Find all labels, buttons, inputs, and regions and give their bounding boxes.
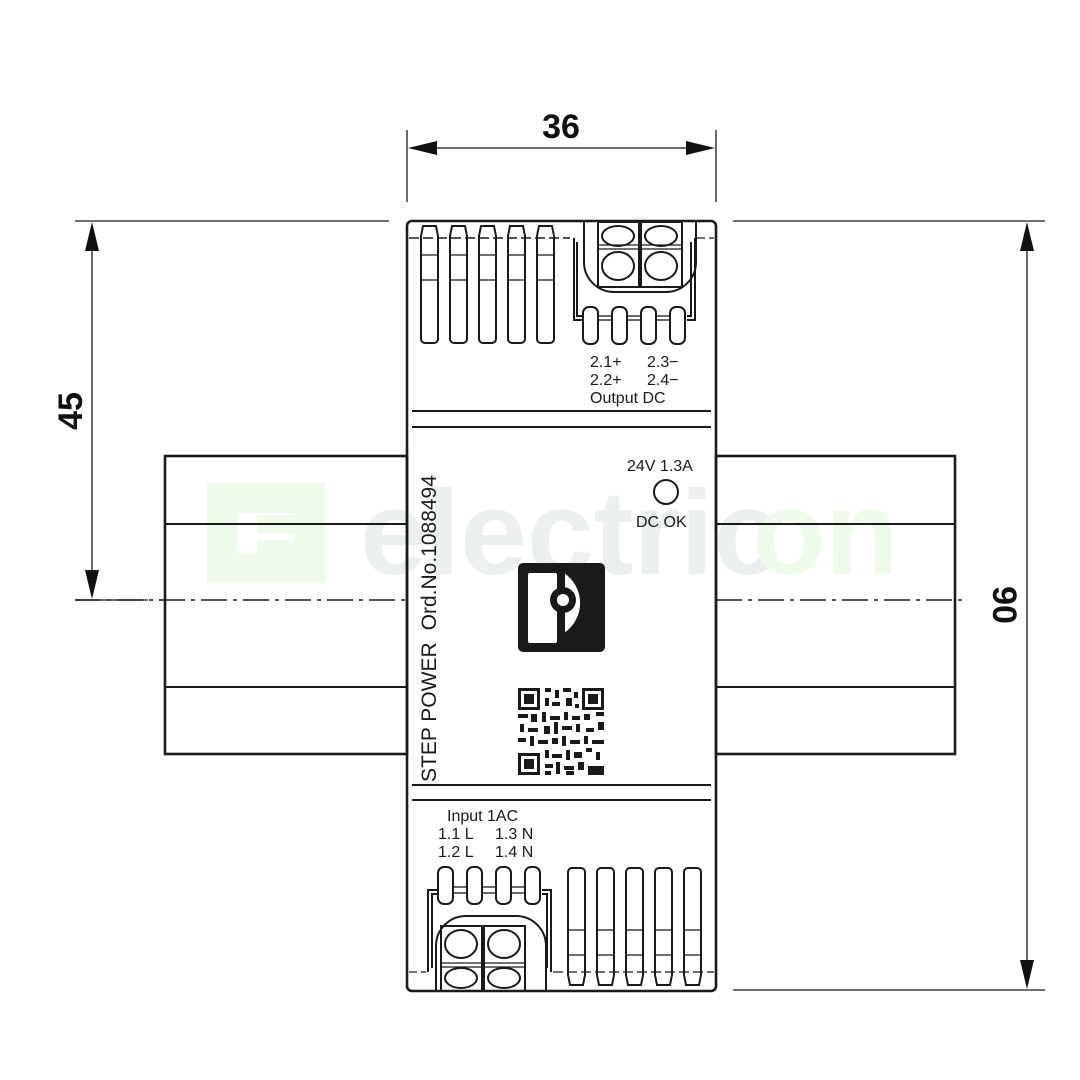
qr-code (518, 688, 604, 775)
release-tab (640, 306, 657, 345)
brand-logo-icon (518, 563, 605, 652)
input-labels: Input 1AC 1.1 L 1.3 N 1.2 L 1.4 N (438, 808, 533, 861)
arrow-up-icon (85, 222, 99, 251)
terminal-label-1-2: 1.2 L (438, 844, 474, 861)
terminal-label-2-1: 2.1+ (590, 354, 622, 371)
screw-icon (444, 929, 478, 959)
bottom-vents (553, 867, 714, 986)
screw-icon (601, 225, 635, 247)
input-screw-cell (440, 925, 483, 992)
vent-slot (478, 225, 497, 344)
vent-slot (567, 867, 586, 986)
dimension-90-value: 90 (985, 586, 1023, 624)
vent-slot (536, 225, 555, 344)
output-terminal-block (573, 221, 714, 345)
arrow-right-icon (686, 141, 715, 155)
output-labels: 2.1+ 2.3− 2.2+ 2.4− Output DC (590, 354, 679, 407)
vent-slot (449, 225, 468, 344)
terminal-label-1-3: 1.3 N (495, 826, 533, 843)
screw-icon (644, 251, 678, 281)
screw-icon (444, 967, 478, 989)
release-tab (437, 866, 454, 905)
dimension-width-value: 36 (542, 108, 580, 146)
arrow-up-icon (1020, 222, 1034, 251)
dimension-width: 36 (406, 108, 717, 202)
watermark-logo-icon (207, 483, 325, 583)
vent-slot (654, 867, 673, 986)
release-tab (582, 306, 599, 345)
release-tab (495, 866, 512, 905)
release-tab (524, 866, 541, 905)
vent-slot (625, 867, 644, 986)
terminal-label-1-4: 1.4 N (495, 844, 533, 861)
release-tab (611, 306, 628, 345)
screw-icon (601, 251, 635, 281)
vent-slot (507, 225, 526, 344)
screw-icon (644, 225, 678, 247)
input-terminal-block (409, 866, 552, 992)
arrow-down-icon (1020, 960, 1034, 989)
arrow-down-icon (85, 570, 99, 599)
top-vents (409, 225, 570, 344)
product-name: STEP POWEROrd.No.1088494 (418, 475, 441, 782)
screw-icon (487, 929, 521, 959)
vent-slot (420, 225, 439, 344)
dimension-rail-center: 45 (52, 220, 389, 601)
release-tab (669, 306, 686, 345)
input-screw-cell (483, 925, 526, 992)
terminal-label-2-3: 2.3− (647, 354, 679, 371)
terminal-label-2-4: 2.4− (647, 372, 679, 389)
dimension-total-height: 90 (733, 220, 1045, 991)
watermark-text-on: on (752, 466, 899, 600)
dc-ok-label: DC OK (636, 514, 687, 531)
dc-ok-led-icon (653, 479, 679, 505)
release-tab (466, 866, 483, 905)
dimension-45-value: 45 (52, 392, 90, 430)
output-screw-cell (640, 221, 683, 288)
vent-slot (683, 867, 702, 986)
arrow-left-icon (408, 141, 437, 155)
input-1ac-label: Input 1AC (447, 808, 518, 825)
screw-icon (487, 967, 521, 989)
rating-label: 24V 1.3A (627, 458, 693, 475)
vent-slot (596, 867, 615, 986)
terminal-label-1-1: 1.1 L (438, 826, 474, 843)
output-dc-label: Output DC (590, 390, 666, 407)
terminal-label-2-2: 2.2+ (590, 372, 622, 389)
output-screw-cell (597, 221, 640, 288)
device-housing (405, 219, 718, 993)
